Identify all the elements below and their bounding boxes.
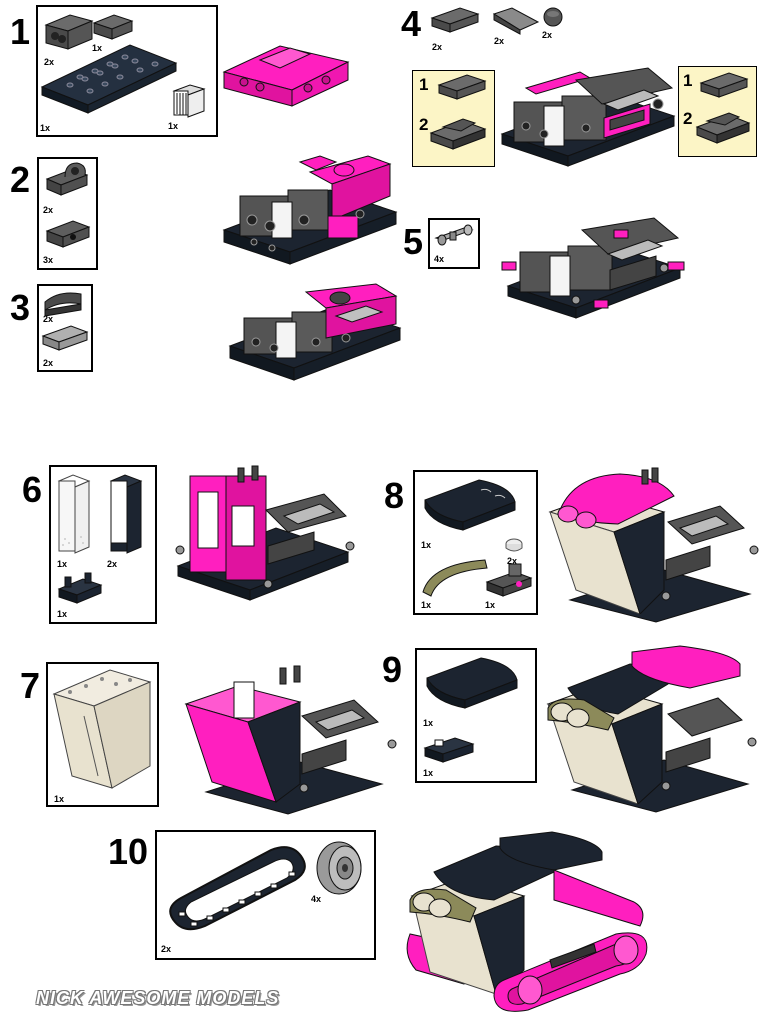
grille-brick-icon xyxy=(172,84,206,118)
plate-with-clips-icon xyxy=(423,737,475,763)
qty-label: 2x xyxy=(43,314,54,324)
brand-logo: NICK AWESOME MODELS xyxy=(36,988,280,1008)
qty-label: 2x xyxy=(542,30,553,40)
slope-1x3-icon xyxy=(492,7,540,35)
bracket-round-icon xyxy=(45,162,89,196)
qty-label: 1x xyxy=(57,609,68,619)
tread-track-icon xyxy=(169,846,306,931)
step-number-1: 1 xyxy=(10,11,31,52)
qty-label: 3x xyxy=(43,255,54,265)
step-number-4: 4 xyxy=(401,3,422,44)
arch-olive-icon xyxy=(422,559,488,597)
plate-1x2-icon xyxy=(430,7,480,33)
wedge-curved-black-icon xyxy=(424,479,516,531)
step-number-9: 9 xyxy=(382,649,403,690)
qty-label: 2x xyxy=(432,42,443,52)
step-10-assembly-illustration xyxy=(406,831,648,1012)
step-number-5: 5 xyxy=(403,221,424,262)
qty-label: 1x xyxy=(423,768,434,778)
plate-1x2-technic-brick-icon xyxy=(92,14,134,40)
step-number-8: 8 xyxy=(384,475,405,516)
qty-label: 2x xyxy=(161,944,172,954)
plate-2x2-technic-brick-icon xyxy=(44,14,94,50)
technic-pin-icon xyxy=(434,224,474,246)
step-10-parts-box: 2x 4x xyxy=(155,830,376,960)
step-3-parts-box: 2x 2x xyxy=(37,284,93,372)
qty-label: 4x xyxy=(311,894,322,904)
qty-label: 1x xyxy=(168,121,179,131)
qty-label: 1x xyxy=(485,600,496,610)
step-5-parts-box: 4x xyxy=(428,218,480,269)
step-2-parts-box: 2x 3x xyxy=(37,157,98,270)
round-tile-icon xyxy=(505,538,523,552)
qty-label: 1x xyxy=(54,794,65,804)
step-4-callout-right: 1 2 xyxy=(678,66,757,157)
qty-label: 1x xyxy=(92,43,103,53)
qty-label: 1x xyxy=(421,600,432,610)
step-8-parts-box: 1x 2x 1x 1x xyxy=(413,470,538,615)
step-4-assembly-illustration xyxy=(500,67,676,167)
step-3-assembly-illustration xyxy=(228,283,402,381)
qty-label: 1x xyxy=(421,540,432,550)
step-number-7: 7 xyxy=(20,665,41,706)
plate-with-bracket-icon xyxy=(485,563,533,597)
plate-1x2-with-pin-hole-icon xyxy=(45,220,91,248)
windscreen-icon xyxy=(52,669,152,789)
panel-transparent-icon xyxy=(57,474,91,554)
sub-step-number: 1 xyxy=(683,71,693,90)
step-number-10: 10 xyxy=(108,831,149,872)
step-1-assembly-illustration xyxy=(222,45,350,107)
tile-1x2-icon xyxy=(41,325,89,351)
qty-label: 2x xyxy=(107,559,118,569)
qty-label: 1x xyxy=(423,718,434,728)
step-6-assembly-illustration xyxy=(175,465,355,601)
qty-label: 1x xyxy=(57,559,68,569)
qty-label: 2x xyxy=(507,556,518,566)
qty-label: 1x xyxy=(40,123,51,133)
step-4-callout-left: 1 2 xyxy=(412,70,495,167)
step-7-assembly-illustration xyxy=(184,665,397,815)
plate-with-clips-icon xyxy=(57,572,103,604)
qty-label: 2x xyxy=(494,36,505,46)
plate-with-slope-icon xyxy=(695,112,751,144)
step-7-parts-box: 1x xyxy=(46,662,159,807)
qty-label: 2x xyxy=(44,57,55,67)
plate-with-slope-icon xyxy=(429,118,487,150)
curved-slope-icon xyxy=(44,292,82,317)
wheel-hub-icon xyxy=(316,841,362,895)
sub-step-number: 2 xyxy=(683,109,693,128)
step-1-parts-box: 2x 1x 1x 1x xyxy=(36,5,218,137)
step-6-parts-box: 1x 2x 1x xyxy=(49,465,157,624)
sub-step-number: 1 xyxy=(419,75,429,94)
step-9-parts-box: 1x 1x xyxy=(415,648,537,783)
qty-label: 2x xyxy=(43,358,54,368)
wedge-curved-black-icon xyxy=(426,657,518,709)
step-number-2: 2 xyxy=(10,159,31,200)
step-number-3: 3 xyxy=(10,287,31,328)
plate-6x10-icon xyxy=(40,44,178,114)
sub-step-number: 2 xyxy=(419,115,429,134)
step-8-assembly-illustration xyxy=(548,467,759,623)
plate-1x2-icon xyxy=(437,74,487,100)
panel-black-icon xyxy=(109,474,143,554)
step-number-6: 6 xyxy=(22,469,43,510)
qty-label: 2x xyxy=(43,205,54,215)
step-2-assembly-illustration xyxy=(222,155,398,265)
step-5-assembly-illustration xyxy=(501,217,685,319)
plate-1x2-icon xyxy=(699,72,749,98)
qty-label: 4x xyxy=(434,254,445,264)
step-9-assembly-illustration xyxy=(546,645,757,813)
round-plate-icon xyxy=(543,7,563,27)
